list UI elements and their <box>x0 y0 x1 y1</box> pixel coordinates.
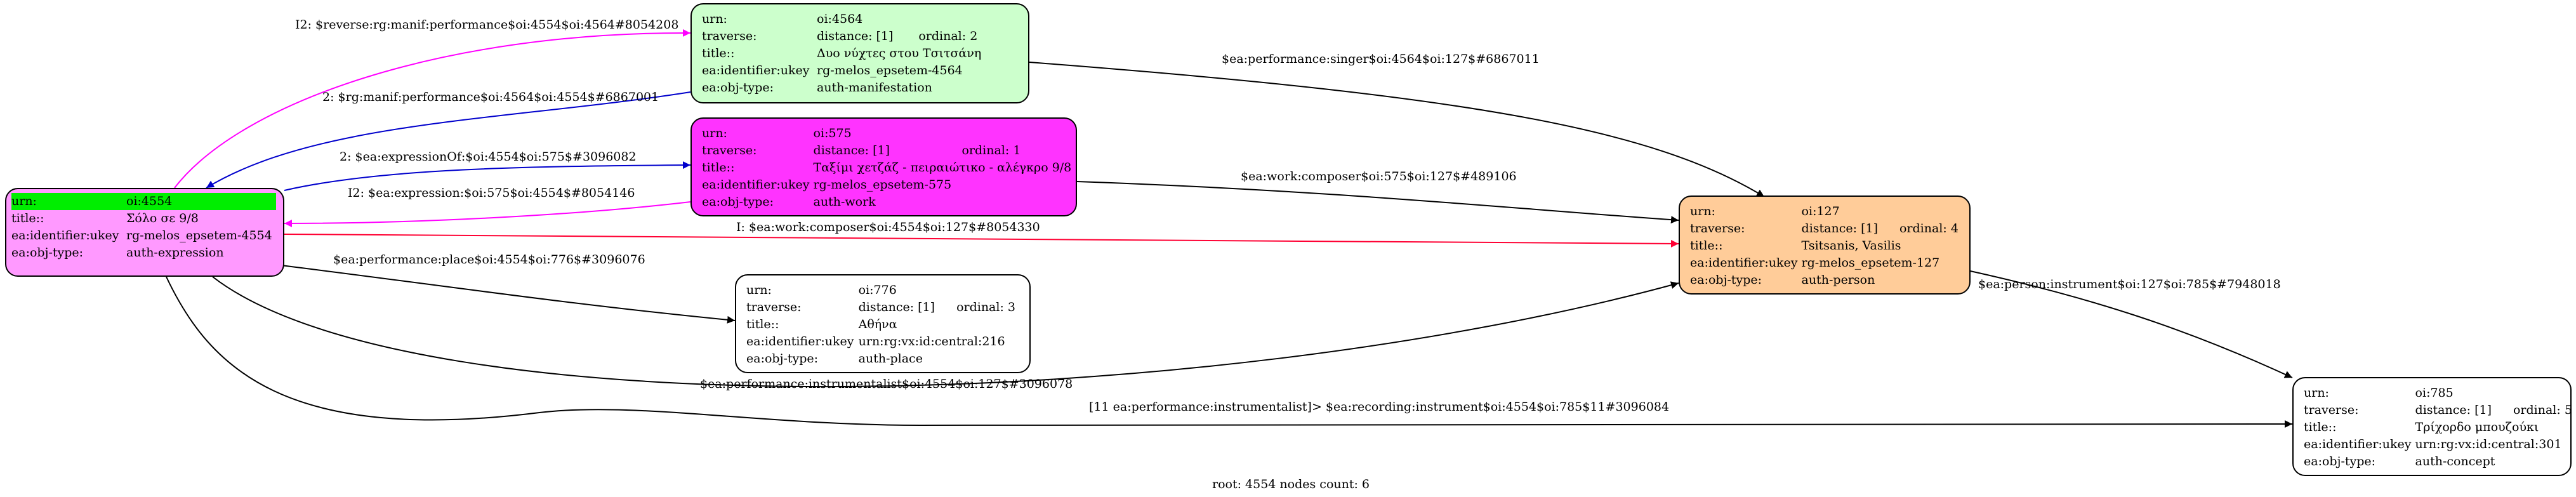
node-value: urn:rg:vx:id:central:301 <box>2415 437 2562 451</box>
node-key: ea:obj-type: <box>11 246 84 260</box>
edge-line <box>174 29 691 189</box>
edge-line <box>1967 270 2293 378</box>
node-key: urn: <box>702 126 727 140</box>
node-key: ea:obj-type: <box>746 352 819 366</box>
node-value: oi:4564 <box>817 12 863 26</box>
node-key: urn: <box>11 193 126 210</box>
node-value: rg-melos_epsetem-127 <box>1801 256 1940 270</box>
node-key: ea:obj-type: <box>702 81 774 95</box>
node-value: urn:rg:vx:id:central:216 <box>858 335 1005 348</box>
node-value: Σόλο σε 9/8 <box>126 211 199 225</box>
edge-label: $ea:performance:instrumentalist$oi:4554$… <box>700 377 1073 391</box>
node-ordinal: ordinal: 3 <box>956 300 1015 314</box>
node-776[interactable]: urn: oi:776 traverse: distance: [1] ordinal… <box>735 274 1031 373</box>
node-127[interactable]: urn: oi:127 traverse: distance: [1] ordinal… <box>1679 195 1971 295</box>
node-value: oi:127 <box>1801 204 1840 218</box>
node-value: oi:4554 <box>126 193 276 210</box>
node-value: rg-melos_epsetem-4554 <box>126 229 272 242</box>
node-value: rg-melos_epsetem-4564 <box>817 63 963 77</box>
edge-line <box>284 234 1679 248</box>
node-key: ea:identifier:ukey <box>11 229 119 242</box>
node-4564[interactable]: urn: oi:4564 traverse: distance: [1] ordina… <box>690 3 1029 103</box>
node-value: auth-work <box>813 195 876 209</box>
edge-line <box>212 276 1679 388</box>
node-ordinal: ordinal: 5 <box>2513 403 2572 417</box>
node-value: Δυο νύχτες στου Τσιτσάνη <box>817 46 982 60</box>
node-value: oi:776 <box>858 283 897 297</box>
node-key: ea:obj-type: <box>2304 454 2376 468</box>
node-key: ea:obj-type: <box>1690 273 1762 287</box>
node-value: Αθήνα <box>858 317 897 331</box>
node-value: auth-expression <box>126 246 224 260</box>
node-value: distance: [1] <box>817 29 894 43</box>
edge-line <box>166 276 2293 428</box>
node-value: auth-place <box>858 352 923 366</box>
edge-label: $ea:performance:place$oi:4554$oi:776$#30… <box>333 253 645 267</box>
node-key: urn: <box>1690 204 1715 218</box>
node-key: traverse: <box>702 29 757 43</box>
node-value: oi:575 <box>813 126 852 140</box>
node-value: rg-melos_epsetem-575 <box>813 178 952 192</box>
node-key: urn: <box>2304 386 2329 400</box>
node-value: auth-person <box>1801 273 1875 287</box>
node-value: auth-manifestation <box>817 81 932 95</box>
node-key: ea:identifier:ukey <box>2304 437 2412 451</box>
node-key: ea:obj-type: <box>702 195 774 209</box>
edge-line <box>206 91 691 189</box>
edge-line <box>1076 181 1679 224</box>
node-value: distance: [1] <box>1801 222 1878 235</box>
node-value: oi:785 <box>2415 386 2454 400</box>
edge-label: $ea:work:composer$oi:575$oi:127$#489106 <box>1241 169 1517 183</box>
edge-label: I: $ea:work:composer$oi:4554$oi:127$#805… <box>736 220 1040 234</box>
node-key: ea:identifier:ukey <box>702 178 810 192</box>
edge-label: 2: $ea:expressionOf:$oi:4554$oi:575$#309… <box>340 150 637 164</box>
node-value: Tsitsanis, Vasilis <box>1801 239 1901 253</box>
edge-label: [11 ea:performance:instrumentalist]> $ea… <box>1089 400 1670 414</box>
node-value: distance: [1] <box>858 300 935 314</box>
edge-label: 2: $rg:manif:performance$oi:4564$oi:4554… <box>322 90 659 104</box>
node-key: title:: <box>702 46 735 60</box>
node-ordinal: ordinal: 4 <box>1899 222 1958 235</box>
node-key: urn: <box>746 283 772 297</box>
node-value: distance: [1] <box>2415 403 2492 417</box>
edge-label: $ea:performance:singer$oi:4564$oi:127$#6… <box>1222 52 1540 66</box>
node-key: traverse: <box>2304 403 2359 417</box>
edge-label: I2: $reverse:rg:manif:performance$oi:455… <box>295 18 679 32</box>
node-key: ea:identifier:ukey <box>702 63 810 77</box>
node-key: title:: <box>2304 420 2337 434</box>
node-785[interactable]: urn: oi:785 traverse: distance: [1] ordinal… <box>2292 377 2572 476</box>
node-key: title:: <box>746 317 779 331</box>
edge-line <box>284 201 691 227</box>
node-value: Ταξίμι χετζάζ - πειραιώτικο - αλέγκρο 9/… <box>813 161 1072 175</box>
edge-line <box>284 161 691 191</box>
edge-line <box>1029 62 1765 197</box>
node-ordinal: ordinal: 2 <box>918 29 978 43</box>
node-key: ea:identifier:ukey <box>746 335 854 348</box>
node-key: title:: <box>702 161 735 175</box>
edge-label: $ea:person:instrument$oi:127$oi:785$#794… <box>1978 277 2281 291</box>
node-ordinal: ordinal: 1 <box>961 143 1021 157</box>
node-key: urn: <box>702 12 727 26</box>
node-key: ea:identifier:ukey <box>1690 256 1798 270</box>
node-key: traverse: <box>746 300 802 314</box>
node-key: title:: <box>1690 239 1723 253</box>
graph-footer: root: 4554 nodes count: 6 <box>1212 477 1370 491</box>
node-key: traverse: <box>1690 222 1745 235</box>
node-key: title:: <box>11 211 44 225</box>
edge-line <box>281 265 736 324</box>
node-key: traverse: <box>702 143 757 157</box>
node-value: distance: [1] <box>813 143 890 157</box>
edge-label: I2: $ea:expression:$oi:575$oi:4554$#8054… <box>348 186 635 200</box>
node-value: auth-concept <box>2415 454 2495 468</box>
node-4554[interactable]: urn:oi:4554 title::Σόλο σε 9/8 ea:identi… <box>5 188 284 277</box>
node-value: Τρίχορδο μπουζούκι <box>2415 420 2539 434</box>
node-575[interactable]: urn: oi:575 traverse: distance: [1] ordinal… <box>690 117 1077 216</box>
